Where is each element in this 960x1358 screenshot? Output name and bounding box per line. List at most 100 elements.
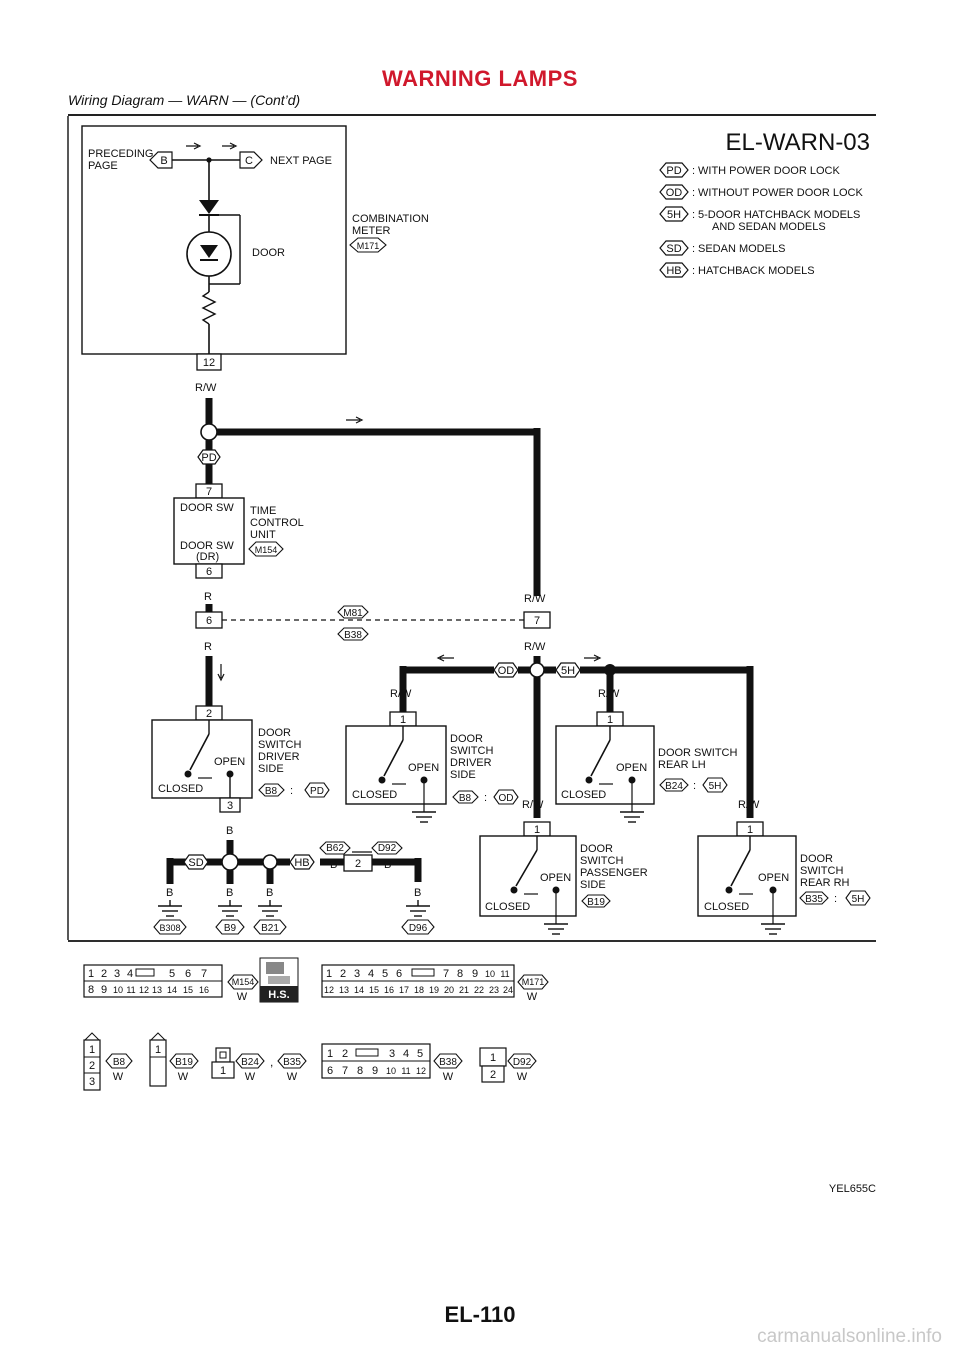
connector-view-b24-b35: 1 B24 W , B35 W: [211, 1047, 307, 1083]
joint-terminal-label: 7: [534, 615, 540, 627]
m154-pin: 9: [101, 984, 107, 996]
connector-color: W: [443, 1071, 454, 1083]
switch-connector-label: B35: [805, 894, 823, 905]
m154-pin: 11: [126, 985, 135, 995]
switch-name: REAR LH: [658, 759, 706, 771]
m154-pin: 1: [88, 968, 94, 980]
m171-pin: 12: [324, 985, 334, 995]
b8-pin: 3: [89, 1076, 95, 1088]
legend-colon: :: [692, 265, 695, 277]
door-switch-passenger: 1 OPEN CLOSED: [479, 821, 577, 935]
switch-connector-label: B19: [587, 897, 605, 908]
legend-text-sd: SEDAN MODELS: [698, 243, 785, 255]
connector-terminal: [343, 854, 373, 872]
m171-pin: 7: [443, 968, 449, 980]
m154-pin: 14: [167, 985, 177, 995]
meter-door-label: DOOR: [252, 247, 285, 259]
door-switch-rear-lh: 1 OPEN CLOSED: [555, 711, 655, 823]
joint-connector-label: B38: [344, 630, 362, 641]
flow-arrow-icon: [217, 664, 225, 682]
wire-color-label: R: [204, 641, 212, 653]
joint-connector-tag-m81: [337, 605, 369, 619]
legend-item-sd: SD : SEDAN MODELS: [659, 240, 785, 256]
connector-tag-label: D92: [378, 843, 397, 854]
wire-color-label: B: [384, 859, 391, 871]
switch-open-label: OPEN: [758, 872, 789, 884]
colon: :: [484, 792, 487, 804]
wire-color-label: B: [414, 887, 421, 899]
connector-c-label: C: [245, 155, 253, 167]
switch-terminal-label: 1: [534, 824, 540, 836]
switch-option-label: 5H: [852, 894, 865, 905]
option-tag-pd: [197, 449, 221, 465]
switch-name: PASSENGER: [580, 867, 648, 879]
connector-b-label: B: [160, 155, 167, 167]
connector-id: B38: [439, 1057, 457, 1068]
connector-color: W: [178, 1071, 189, 1083]
legend-item-pd: PD : WITH POWER DOOR LOCK: [659, 162, 840, 178]
switch-contact-icon: [383, 739, 404, 777]
meter-name-line2: METER: [352, 225, 391, 237]
ground-tag-label: D96: [409, 923, 428, 934]
legend-text-hb: HATCHBACK MODELS: [698, 265, 815, 277]
connector-terminal-label: 2: [355, 858, 361, 870]
meter-connector-tag: [349, 237, 387, 253]
meter-page-label: PAGE: [88, 160, 118, 172]
connector-id: B19: [175, 1057, 193, 1068]
tcu-connector-label: M154: [255, 545, 278, 555]
wire-color-label: R/W: [738, 799, 760, 811]
watermark: carmanualsonline.info: [757, 1326, 942, 1347]
m154-pin: 16: [199, 985, 209, 995]
ground-tag-b308: [153, 919, 187, 935]
meter-terminal-12: [196, 353, 222, 371]
connector-tag-d92: [371, 841, 403, 855]
b38-pin: 4: [403, 1048, 409, 1060]
connector-view-b8: 1 2 3 B8 W: [83, 1032, 133, 1091]
tcu-name-line1: TIME: [250, 505, 276, 517]
m171-pin: 4: [368, 968, 374, 980]
d92-pin: 1: [490, 1052, 496, 1064]
option-tag-sd: [183, 854, 209, 870]
joint-connector-tag-b38: [337, 627, 369, 641]
wire-color-label: B: [226, 825, 233, 837]
d92-pin: 2: [490, 1069, 496, 1081]
switch-connector-tag: [659, 778, 689, 792]
wire-color-label: R/W: [524, 641, 546, 653]
switch-closed-label: CLOSED: [158, 783, 203, 795]
flow-arrow-icon: [222, 142, 238, 150]
ground-icon: [257, 905, 283, 917]
connector-view-m171: 1 2 3 4 5 6 7 8 9 10 11 12 13 14 15 16 1…: [321, 964, 549, 1003]
switch-terminal-label: 3: [227, 800, 233, 812]
connector-view-b19: 1 B19 W: [149, 1032, 199, 1087]
switch-name: DOOR SWITCH: [658, 747, 737, 759]
tcu-connector-tag: [248, 541, 284, 557]
ground-icon: [411, 811, 437, 823]
switch-connector-tag: [258, 783, 285, 797]
resistor-icon: [201, 291, 217, 325]
m154-pin: 2: [101, 968, 107, 980]
connector-view-m154: 1 2 3 4 5 6 7 8 9 10 11 12 13 14 15 16 M…: [83, 964, 259, 1003]
switch-terminal-label: 2: [206, 708, 212, 720]
header-rule: [68, 114, 876, 116]
switch-name: DOOR: [258, 727, 291, 739]
switch-closed-label: CLOSED: [561, 789, 606, 801]
switch-name: SWITCH: [258, 739, 301, 751]
b8-pin: 2: [89, 1060, 95, 1072]
flow-arrow-icon: [186, 142, 202, 150]
m154-pin: 13: [152, 985, 162, 995]
b19-pin: 1: [155, 1044, 161, 1056]
figure-id: YEL655C: [829, 1183, 876, 1195]
switch-open-label: OPEN: [540, 872, 571, 884]
splice-node: [221, 853, 239, 871]
m171-pin: 15: [369, 985, 379, 995]
ground-icon: [217, 905, 243, 917]
switch-option-tag: [304, 782, 330, 798]
wire-color-label: R/W: [524, 593, 546, 605]
splice-node: [200, 423, 218, 441]
tcu-name-line2: CONTROL: [250, 517, 304, 529]
tcu-name-line3: UNIT: [250, 529, 276, 541]
ground-tag-label: B9: [224, 923, 237, 934]
m154-pin: 7: [201, 968, 207, 980]
switch-contact-icon: [730, 849, 751, 887]
legend-tag-pd: PD: [666, 165, 681, 177]
